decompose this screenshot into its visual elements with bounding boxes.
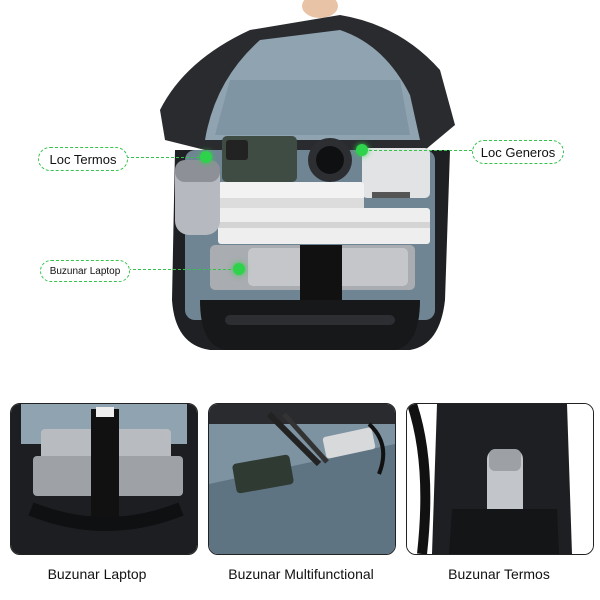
laptop-pocket-caption: Buzunar Laptop — [47, 566, 147, 582]
multifunctional-pocket-image — [209, 404, 395, 554]
thermos-marker-dot — [200, 151, 212, 163]
backpack-hero-image — [160, 0, 455, 350]
thermos-callout-label: Loc Termos — [38, 147, 128, 171]
hand-image — [302, 0, 338, 18]
laptop-pocket-image — [11, 404, 197, 554]
thermos-pocket-panel — [406, 403, 594, 555]
laptop-callout-label: Buzunar Laptop — [40, 260, 130, 282]
powerbank-marker-dot — [356, 144, 368, 156]
laptop-pocket-panel — [10, 403, 198, 555]
thermos-pocket-caption: Buzunar Termos — [448, 566, 550, 582]
thermos-pocket-image — [407, 404, 593, 554]
powerbank-connector-line — [364, 150, 472, 151]
laptop-connector-line — [128, 269, 236, 270]
multifunctional-pocket-panel — [208, 403, 396, 555]
powerbank-callout-label: Loc Generos — [472, 140, 564, 164]
laptop-marker-dot — [233, 263, 245, 275]
thermos-connector-line — [126, 157, 204, 158]
multifunctional-pocket-caption: Buzunar Multifunctional — [228, 566, 374, 582]
